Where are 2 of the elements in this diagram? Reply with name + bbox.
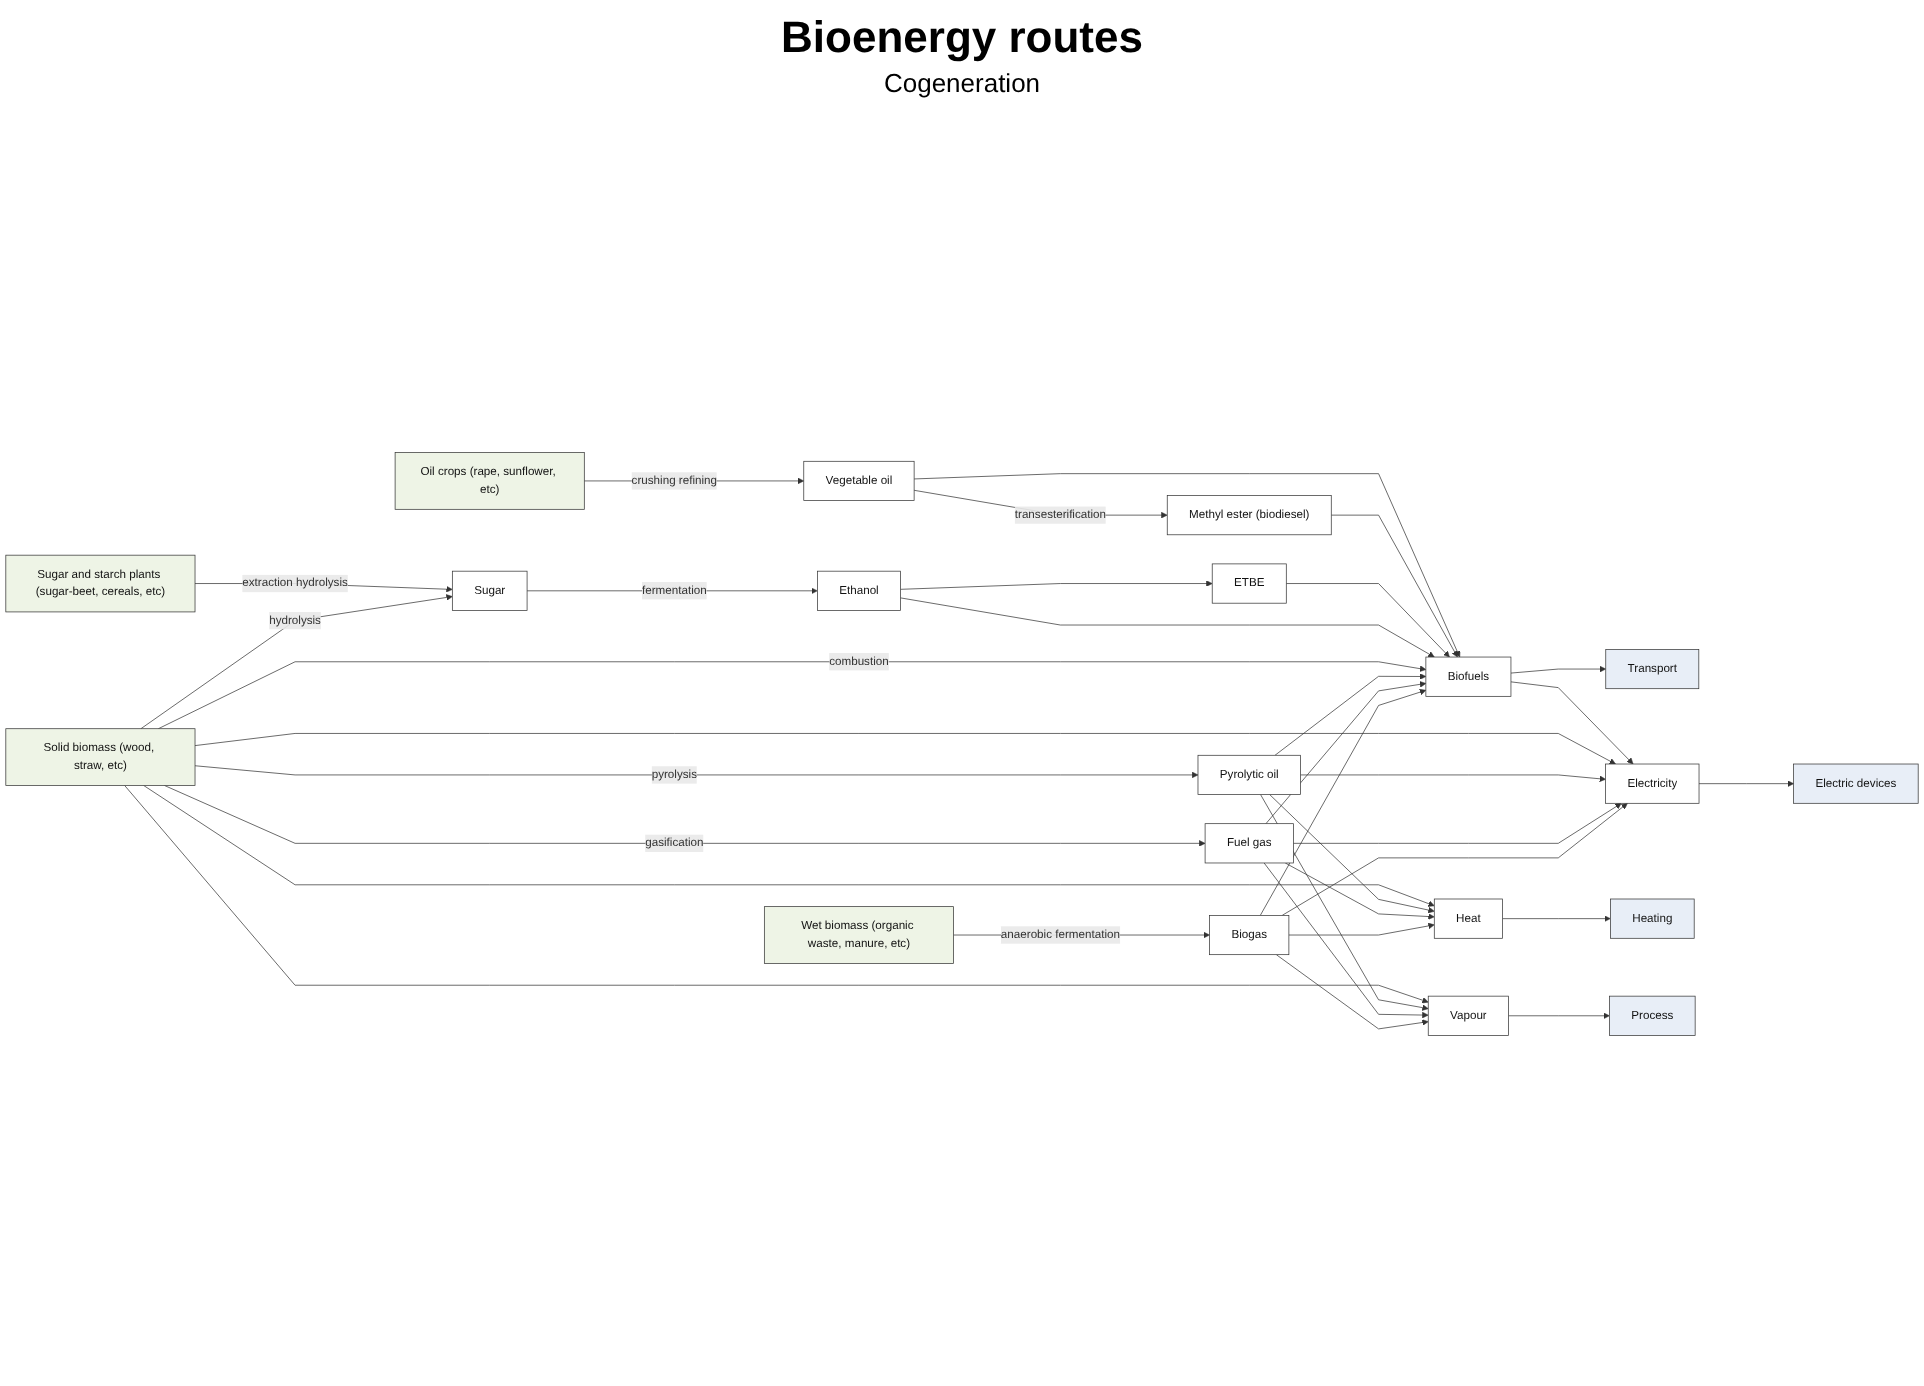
note-text: Cogeneration bbox=[883, 68, 1041, 98]
diagram-title: Bioenergy routes bbox=[781, 12, 1143, 64]
